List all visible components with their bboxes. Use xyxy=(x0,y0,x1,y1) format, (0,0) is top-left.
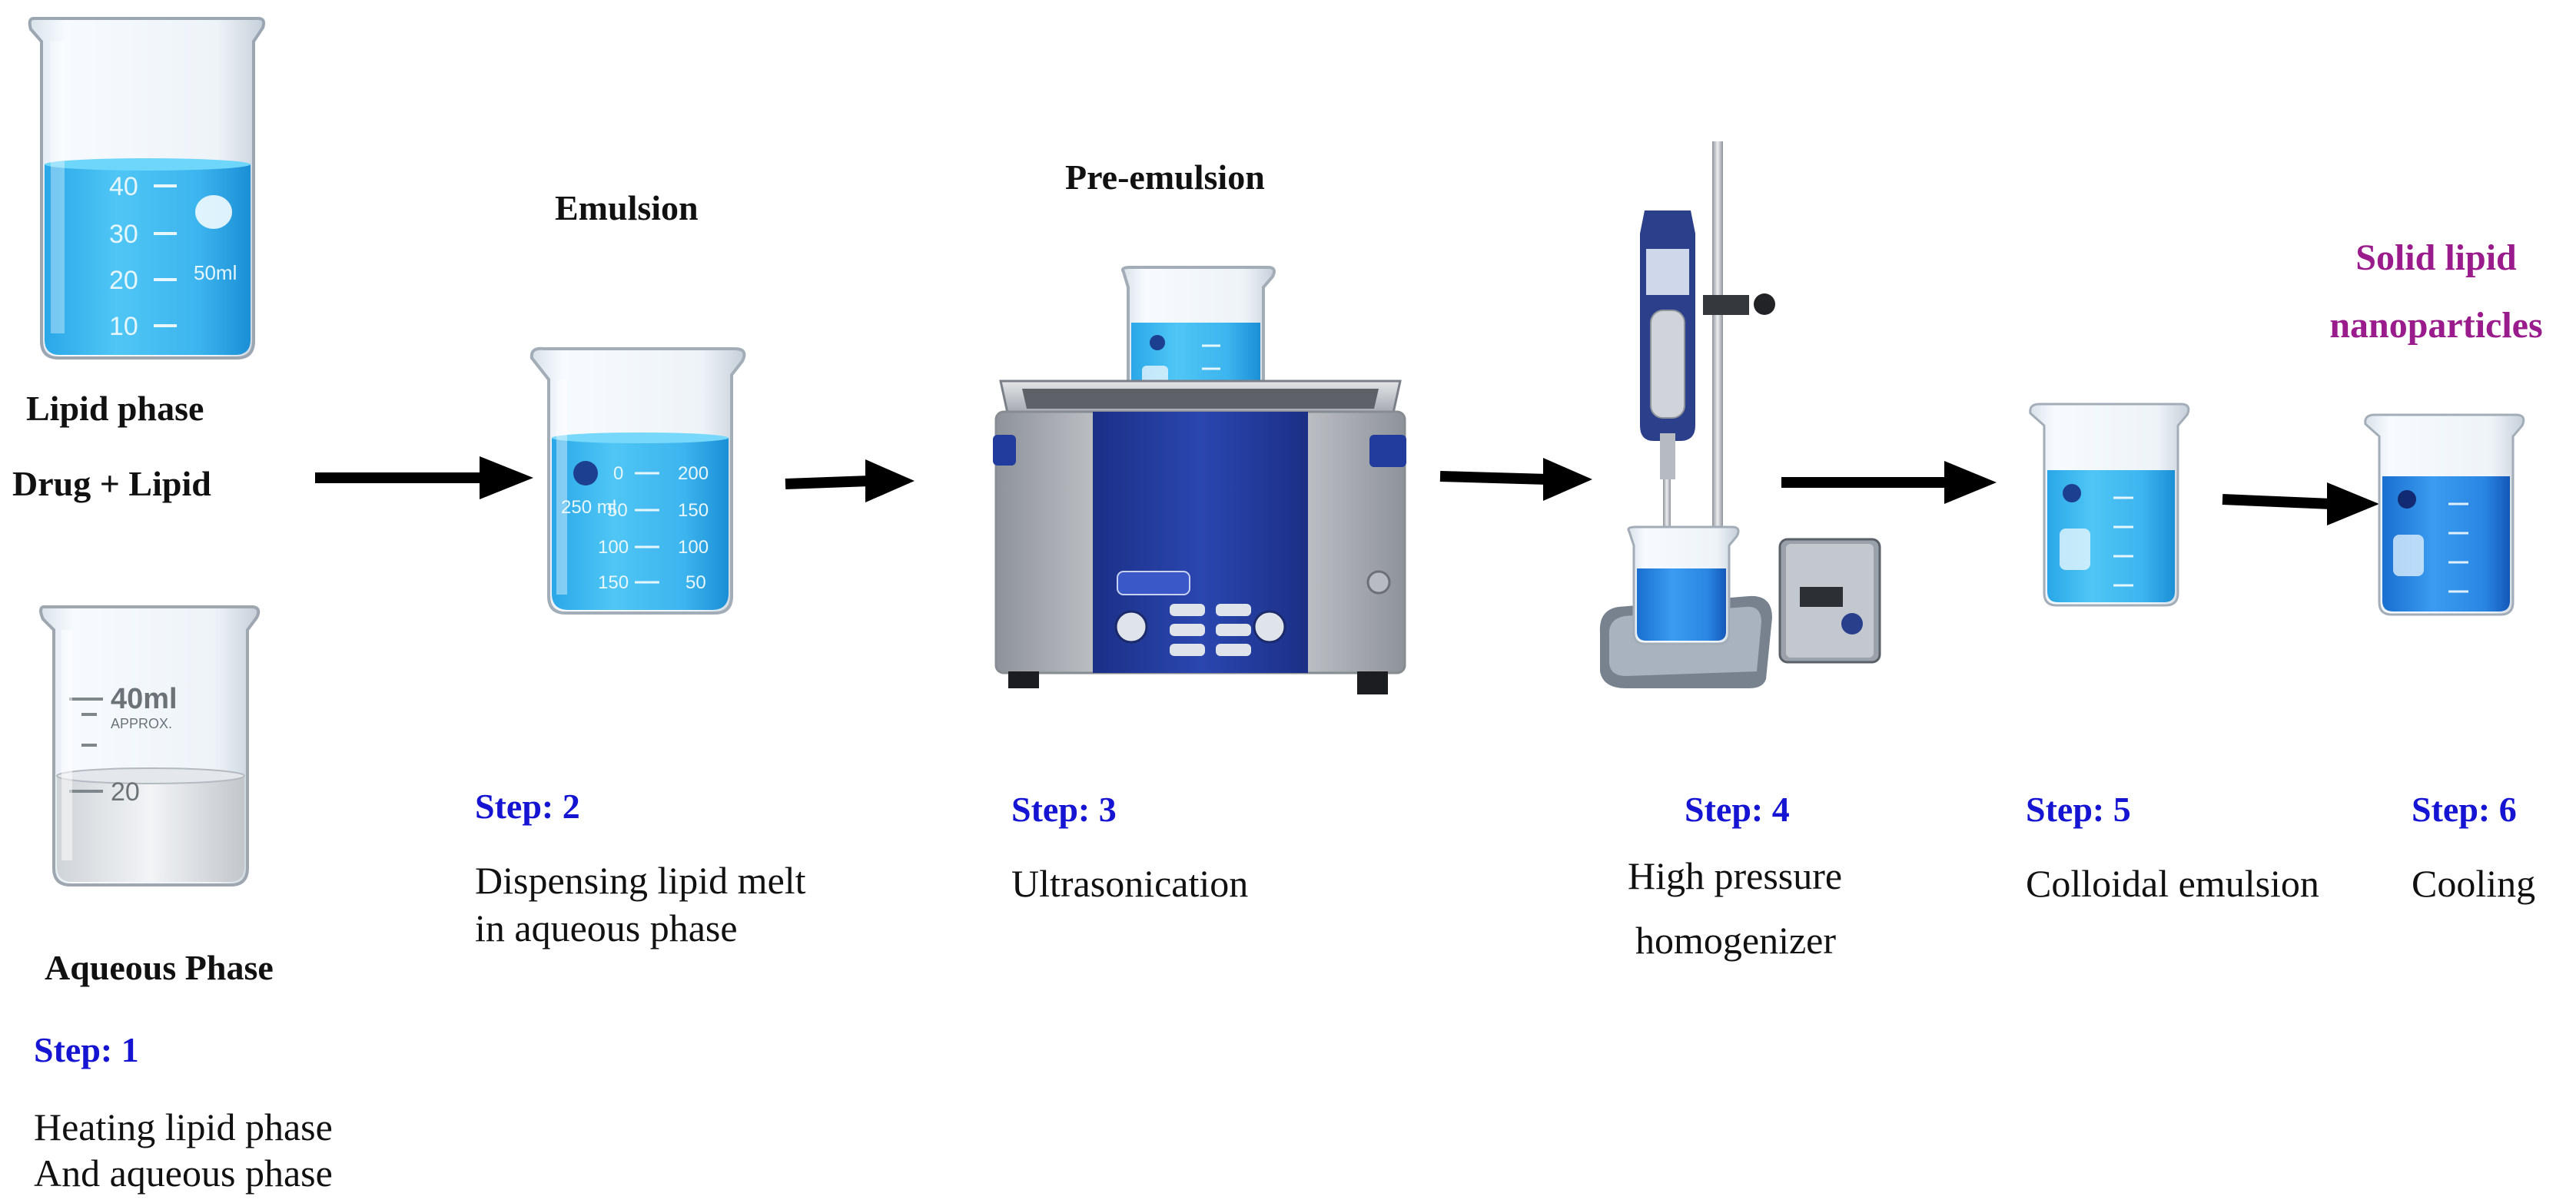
aqueous-phase-title: Aqueous Phase xyxy=(45,948,274,987)
step-2-desc-line-1: Dispensing lipid melt xyxy=(475,859,806,902)
ultrasonic-bath-icon xyxy=(993,266,1406,694)
step-6-desc-line-1: Cooling xyxy=(2412,862,2536,905)
arrow-icon xyxy=(2222,482,2379,525)
product-title: Solid lipid nanoparticles xyxy=(2305,224,2567,360)
svg-text:40: 40 xyxy=(109,172,138,201)
svg-text:10: 10 xyxy=(109,312,138,341)
step-1-desc-line-1: Heating lipid phase xyxy=(34,1105,333,1148)
svg-text:APPROX.: APPROX. xyxy=(111,716,172,731)
step-1-desc-line-2: And aqueous phase xyxy=(34,1152,333,1195)
arrow-icon xyxy=(1439,458,1592,501)
svg-text:0: 0 xyxy=(613,463,623,484)
step-5-label: Step: 5 xyxy=(2026,790,2131,829)
homogenizer-beaker-icon xyxy=(1627,525,1740,645)
svg-text:50ml: 50ml xyxy=(194,261,237,284)
svg-text:150: 150 xyxy=(678,500,709,521)
svg-text:20: 20 xyxy=(111,777,140,807)
nanoparticle-beaker-icon xyxy=(2364,413,2525,616)
svg-text:150: 150 xyxy=(598,572,629,593)
step-6-label: Step: 6 xyxy=(2412,790,2517,829)
homogenizer-icon xyxy=(1599,141,1881,688)
arrow-icon xyxy=(315,456,533,499)
control-panel xyxy=(1114,571,1286,656)
step-3-label: Step: 3 xyxy=(1011,790,1117,829)
step-1-label: Step: 1 xyxy=(34,1030,139,1069)
emulsion-title: Emulsion xyxy=(555,188,699,227)
aqueous-beaker-icon: 40ml APPROX. 20 xyxy=(39,605,261,887)
svg-text:30: 30 xyxy=(109,220,138,249)
step-2-desc-line-2: in aqueous phase xyxy=(475,906,738,949)
pre-emulsion-title: Pre-emulsion xyxy=(1065,157,1265,197)
step-5-desc-line-1: Colloidal emulsion xyxy=(2026,862,2319,905)
arrow-icon xyxy=(785,459,915,502)
graduation-marks xyxy=(154,184,177,327)
svg-text:40ml: 40ml xyxy=(111,683,178,715)
svg-text:50: 50 xyxy=(685,572,706,593)
step-4-desc-line-1: High pressure xyxy=(1628,854,1843,897)
colloid-beaker-icon xyxy=(2029,403,2190,607)
arrow-icon xyxy=(1781,461,1997,504)
lipid-phase-title: Lipid phase xyxy=(26,389,204,428)
emulsion-beaker-icon: 250 ml 0 50 100 150 200 150 100 50 xyxy=(529,346,746,615)
svg-text:250 ml: 250 ml xyxy=(561,497,616,518)
svg-text:100: 100 xyxy=(678,537,709,558)
product-title-line-2: nanoparticles xyxy=(2329,305,2543,346)
svg-text:20: 20 xyxy=(109,266,138,295)
svg-text:200: 200 xyxy=(678,463,709,484)
step-3-desc-line-1: Ultrasonication xyxy=(1011,862,1249,905)
step-4-label: Step: 4 xyxy=(1685,790,1790,829)
svg-text:50: 50 xyxy=(607,500,628,521)
lipid-phase-subtitle: Drug + Lipid xyxy=(12,464,211,503)
lipid-beaker-icon: 40 30 20 10 50ml xyxy=(28,17,266,360)
step-2-label: Step: 2 xyxy=(475,787,580,826)
step-4-desc-line-2: homogenizer xyxy=(1635,919,1837,962)
svg-text:100: 100 xyxy=(598,537,629,558)
product-title-line-1: Solid lipid xyxy=(2355,237,2517,278)
